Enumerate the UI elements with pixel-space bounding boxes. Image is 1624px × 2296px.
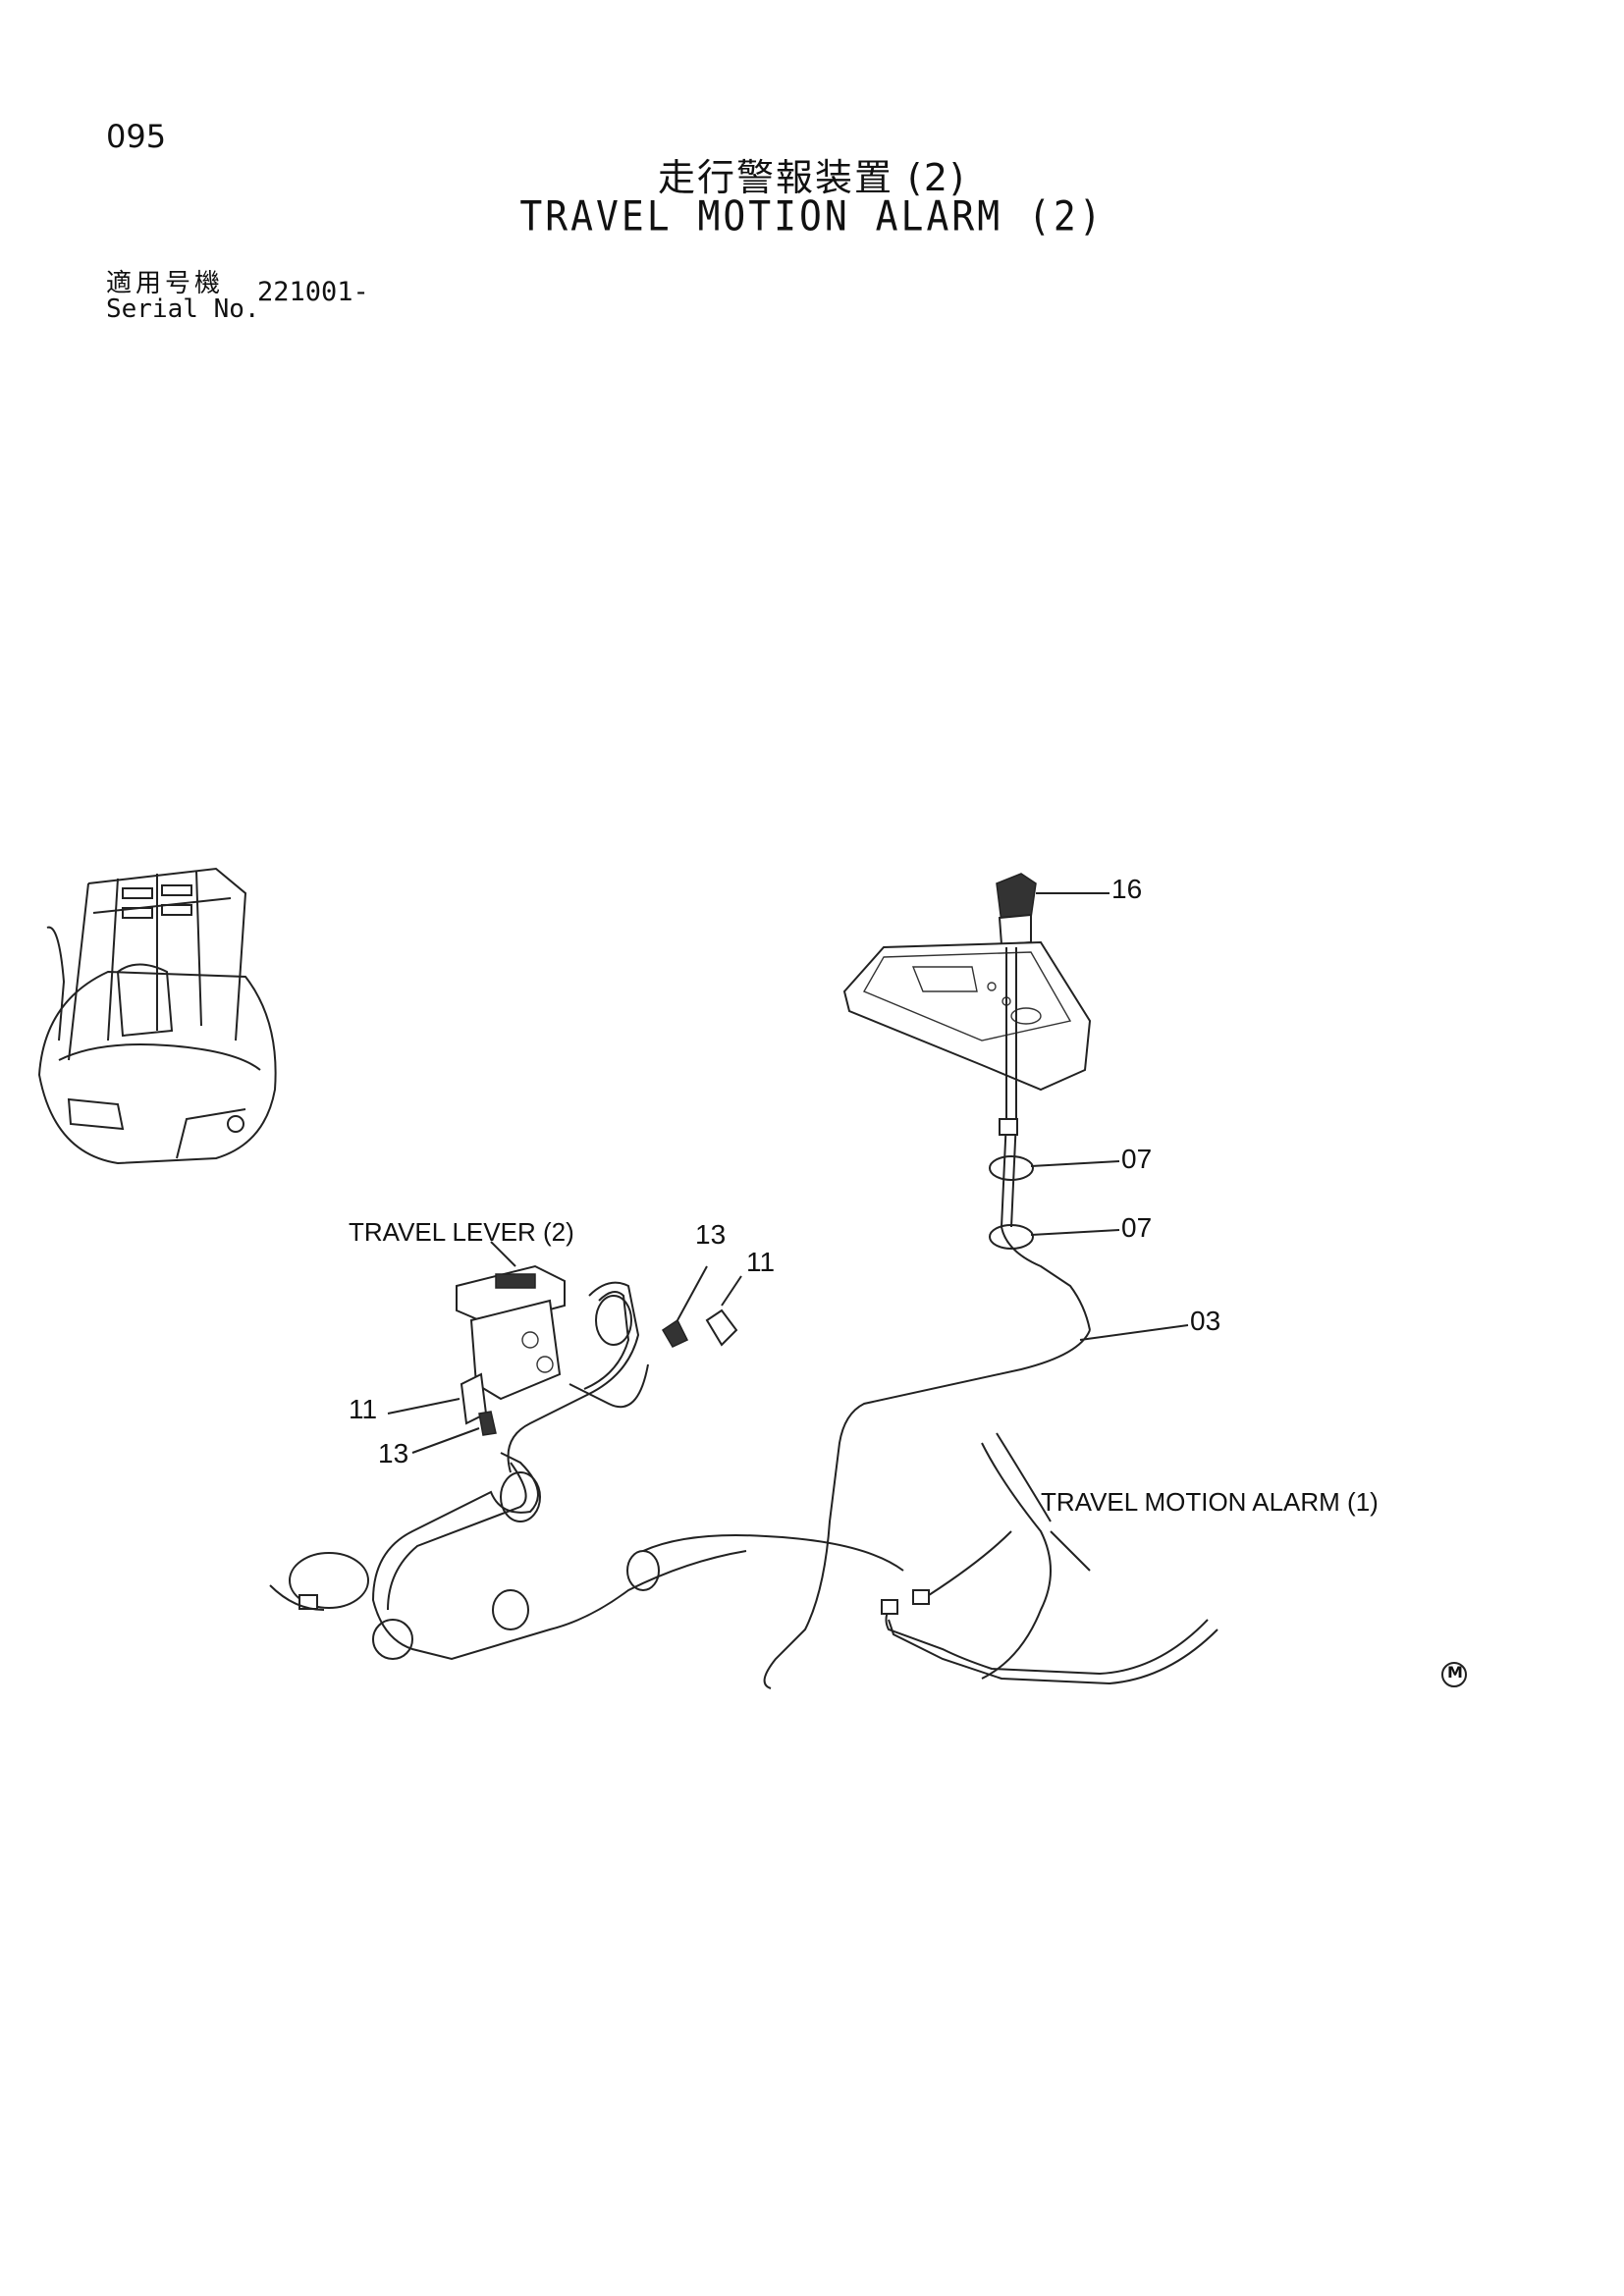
fitting-parts: [387, 1265, 742, 1454]
serial-label-japanese: 適用号機: [106, 269, 225, 298]
callout-07-upper: 07: [1121, 1144, 1153, 1174]
label-travel-motion-alarm: TRAVEL MOTION ALARM (1): [1041, 1487, 1379, 1517]
travel-lever-valve: [456, 1241, 566, 1401]
excavator-cab-illustration: [37, 867, 277, 1165]
control-panel-console: [842, 940, 1092, 1092]
label-travel-lever: TRAVEL LEVER (2): [349, 1217, 574, 1247]
page-title-english: TRAVEL MOTION ALARM (2): [519, 191, 1105, 240]
alarm-switch-part-16: [996, 873, 1110, 946]
page-title-japanese: 走行警報装置 (2): [658, 156, 966, 199]
callout-11-upper: 11: [746, 1247, 776, 1277]
callout-16: 16: [1111, 874, 1143, 904]
callout-03: 03: [1190, 1306, 1221, 1336]
serial-label-english: Serial No.: [106, 294, 260, 324]
callout-13-upper: 13: [695, 1219, 727, 1250]
callout-11-lower: 11: [349, 1394, 378, 1424]
drawing-mark: M: [1447, 1663, 1463, 1682]
serial-number-value: 221001-: [257, 277, 369, 307]
callout-13-lower: 13: [378, 1438, 409, 1468]
page-number: 095: [106, 118, 167, 155]
callout-07-lower: 07: [1121, 1212, 1153, 1243]
